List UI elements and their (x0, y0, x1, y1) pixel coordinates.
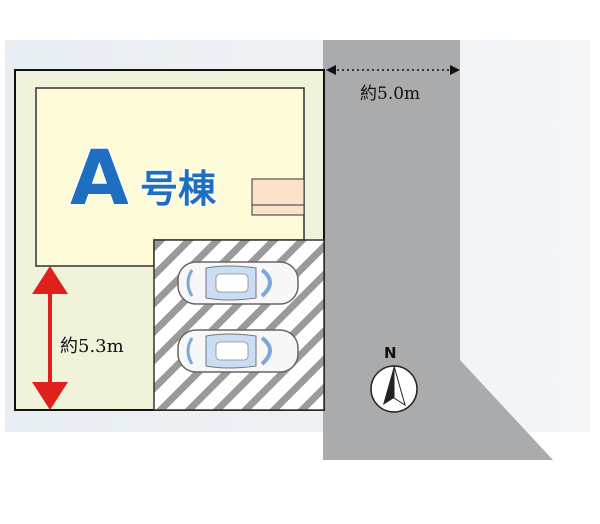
road (323, 40, 553, 460)
road-width-dimension (326, 65, 460, 75)
car-icon (177, 329, 299, 373)
building-letter: A (70, 133, 129, 222)
side-width-label: 約5.3m (60, 336, 124, 357)
compass-icon (370, 365, 418, 413)
road-width-label: 約5.0m (360, 84, 420, 104)
side-width-arrow (32, 266, 68, 410)
car-icon (177, 261, 299, 305)
compass-north-label: N (384, 344, 397, 362)
building-suffix: 号棟 (140, 167, 217, 211)
porch-step (251, 178, 305, 216)
